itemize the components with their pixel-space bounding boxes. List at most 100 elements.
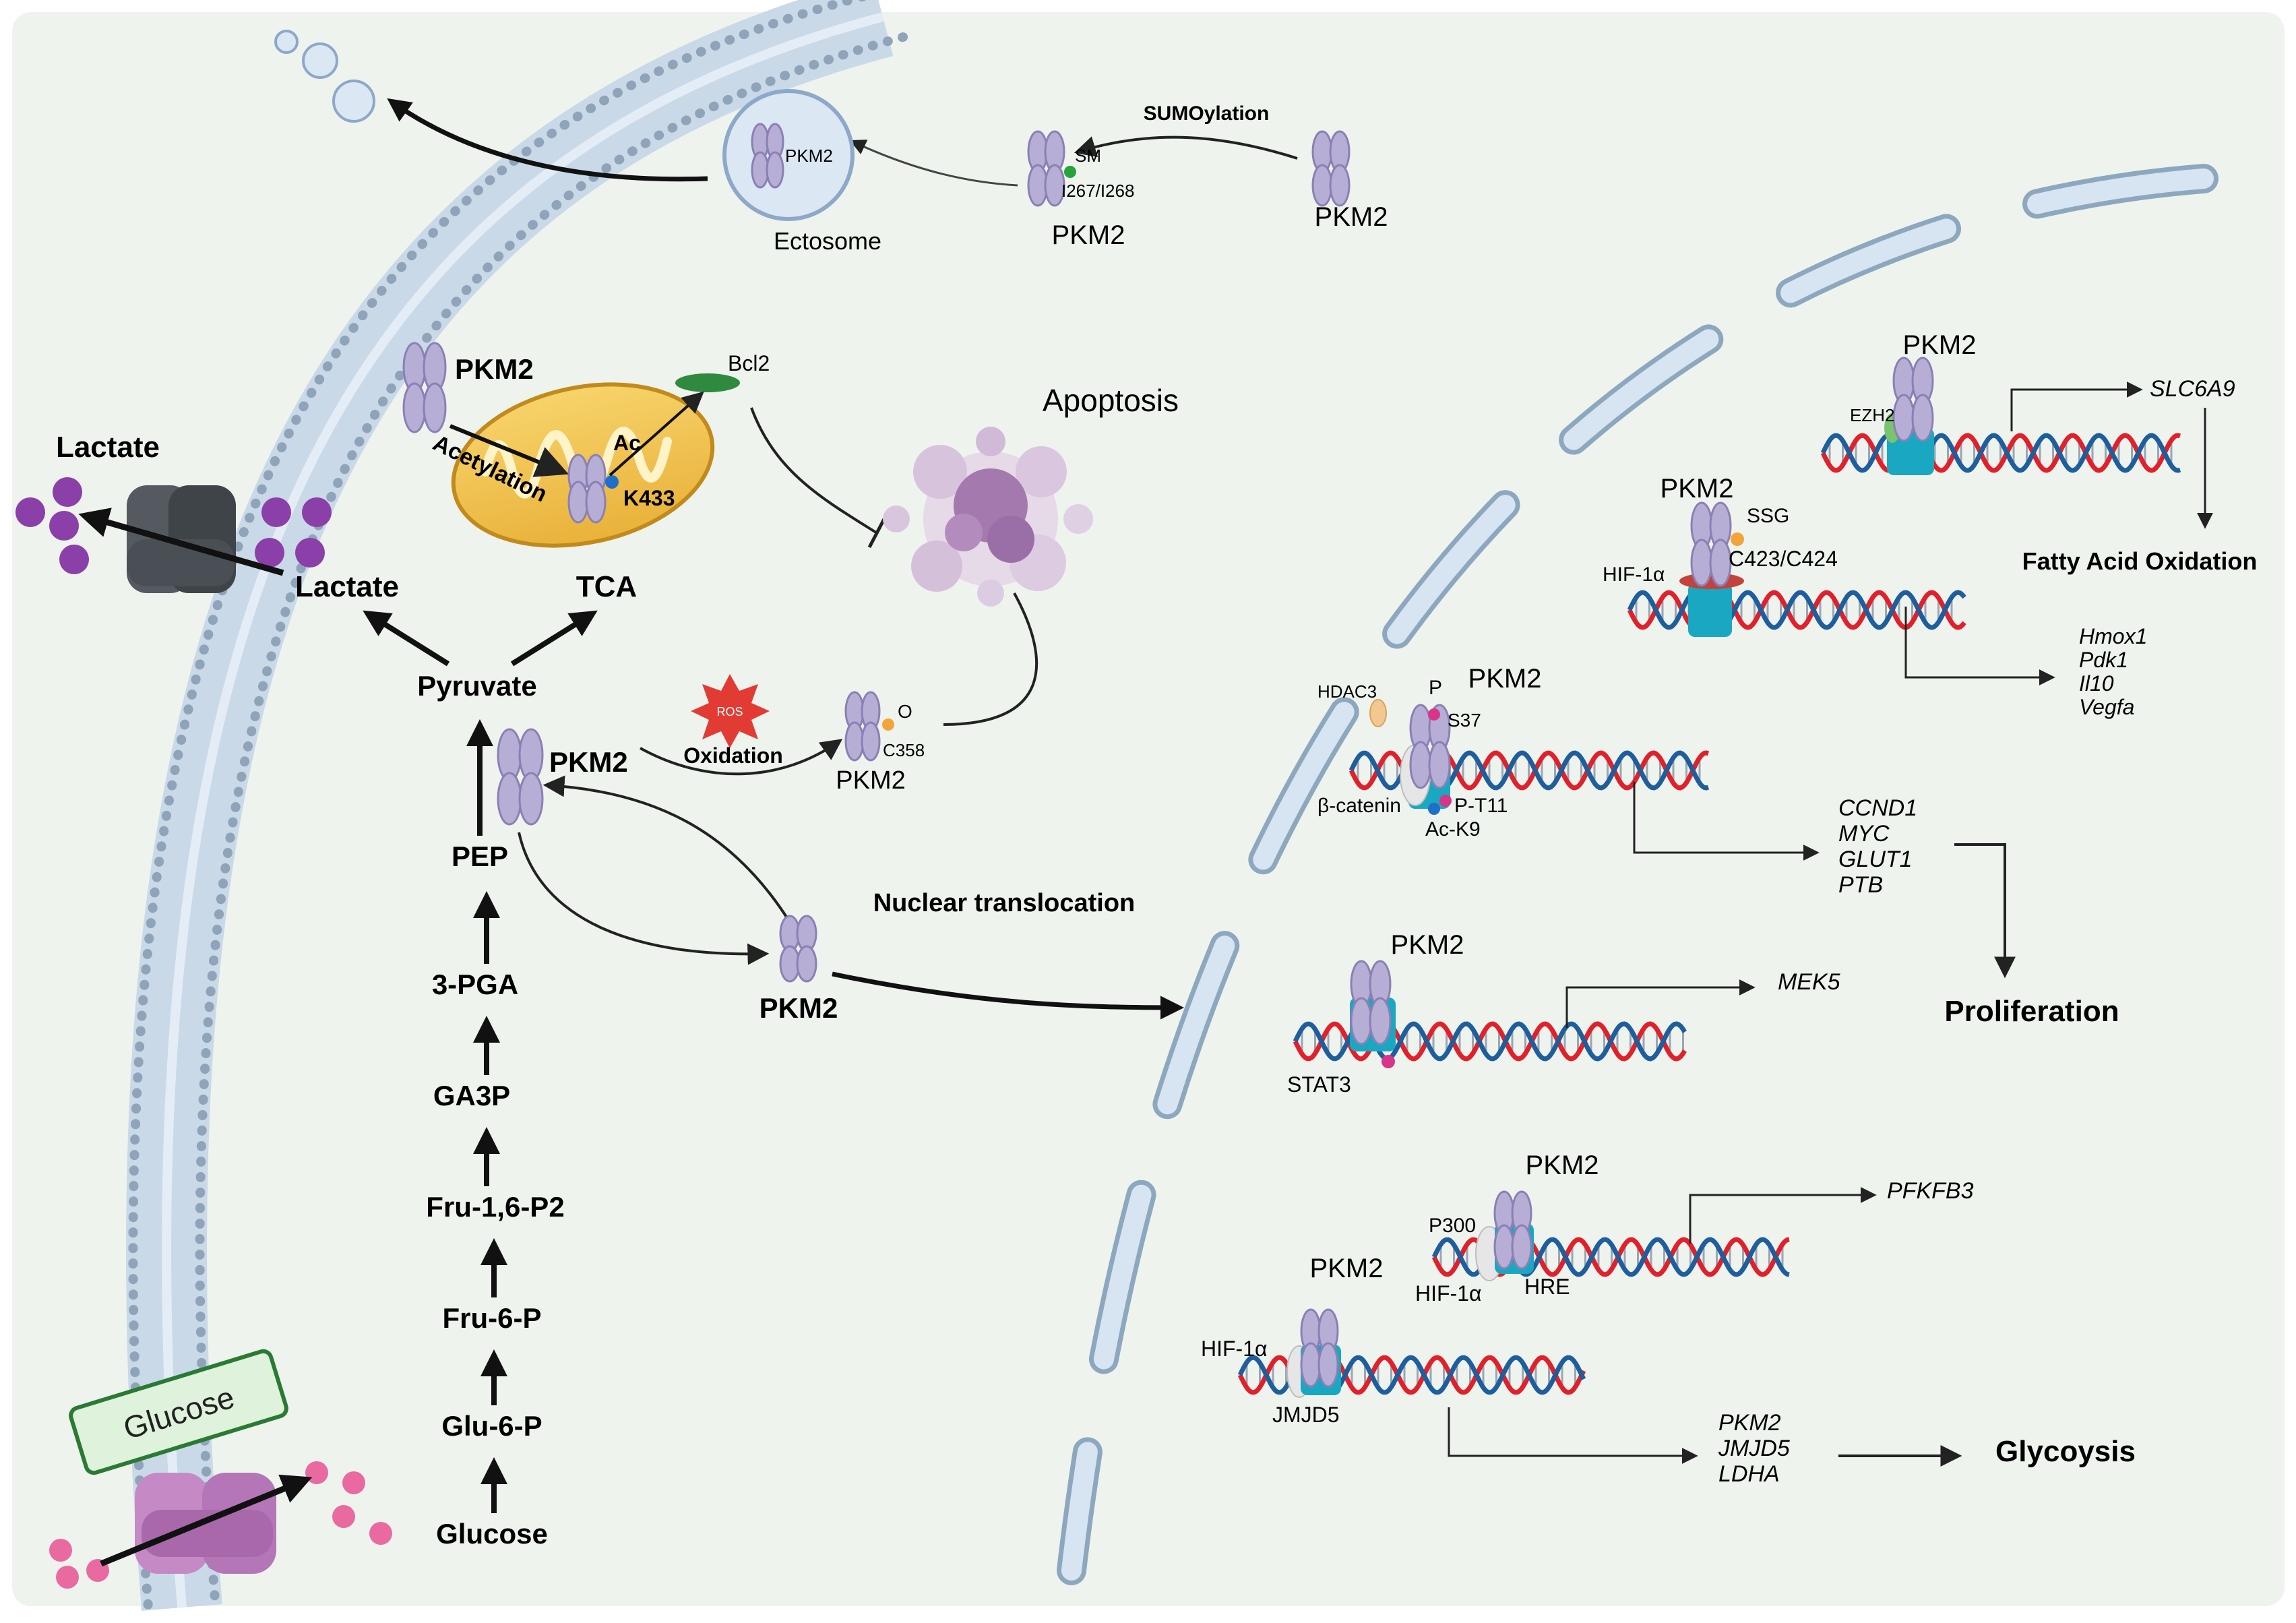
- beta-gene-arrow: [1633, 782, 1820, 861]
- glucose-molecules: [49, 1461, 392, 1589]
- sumoylation-arrow: [1074, 135, 1298, 160]
- svg-text:PTB: PTB: [1838, 872, 1883, 898]
- p-label: P: [1429, 677, 1442, 699]
- svg-text:Pdk1: Pdk1: [2079, 648, 2128, 672]
- lactate-out-label: Lactate: [56, 431, 160, 464]
- oxidation-arrow: [640, 739, 843, 776]
- metabolite-tca: TCA: [576, 570, 637, 603]
- fao-outcome-label: Fatty Acid Oxidation: [2022, 547, 2258, 575]
- p300-label: P300: [1429, 1215, 1476, 1237]
- pkm2-main-icon: [497, 728, 544, 826]
- metabolite-glucose: Glucose: [436, 1518, 548, 1550]
- pkm2-to-dimer-arrow: [518, 832, 770, 965]
- pkm2-sumo-label: PKM2: [1052, 220, 1125, 250]
- svg-text:LDHA: LDHA: [1718, 1461, 1780, 1487]
- ack9-label: Ac-K9: [1425, 818, 1481, 840]
- p300-pkm2-label: PKM2: [1526, 1151, 1599, 1180]
- oxidation-label: Oxidation: [683, 743, 783, 768]
- jmjd5-complex: [1286, 1308, 1341, 1398]
- stat3-complex: [1350, 960, 1396, 1068]
- glucose-box: Glucose: [69, 1349, 288, 1475]
- proliferation-arrow: [1954, 843, 2016, 979]
- dna-hif: [1627, 590, 1966, 630]
- lactate-transporter: [127, 485, 236, 593]
- metabolite-lactate: Lactate: [295, 570, 399, 603]
- nuclear-envelope: [1057, 164, 2219, 1585]
- ectosome-release-arrow: [387, 98, 708, 182]
- ssg-label: SSG: [1747, 505, 1789, 527]
- pfkfb3-gene: PFKFB3: [1887, 1178, 1974, 1204]
- jmjd5-target-genes: PKM2 JMJD5 LDHA: [1718, 1410, 1790, 1487]
- lactate-export-arrow: [78, 508, 284, 576]
- pt11-label: P-T11: [1454, 795, 1508, 817]
- jmjd5-hif1a-label: HIF-1α: [1201, 1337, 1268, 1361]
- plasma-membrane: [126, 0, 908, 1612]
- ectosome-label: Ectosome: [774, 227, 881, 255]
- p300-gene-arrow: [1689, 1187, 1877, 1244]
- fao-complex: [1884, 357, 1934, 475]
- c423-label: C423/C424: [1729, 547, 1838, 571]
- stat3-label: STAT3: [1287, 1072, 1351, 1097]
- pkm2-top-icon: [1311, 130, 1351, 207]
- bcl2-inhibition: [750, 407, 877, 534]
- jmjd5-pkm2-label: PKM2: [1310, 1254, 1384, 1283]
- pkm2-sumo-icon: [1027, 130, 1076, 207]
- hif-gene-arrow: [1904, 607, 2055, 685]
- sumo-to-ectosome-arrow: [849, 140, 1018, 187]
- bcl2-protein: [675, 373, 740, 392]
- svg-text:GLUT1: GLUT1: [1838, 847, 1913, 872]
- beta-pkm2-label: PKM2: [1468, 664, 1542, 694]
- ectosome-vesicle: [722, 89, 855, 221]
- fao-gene-arrow: [2010, 381, 2143, 431]
- ac-bcl2-arrow: [609, 391, 704, 477]
- nuclear-translocation-arrow: [832, 971, 1184, 1020]
- pkm2-main-label: PKM2: [549, 746, 628, 778]
- glucose-import-arrow: [100, 1474, 313, 1567]
- pkm2-ox-label: PKM2: [836, 766, 905, 795]
- p300-complex: [1475, 1190, 1534, 1281]
- beta-target-genes: CCND1 MYC GLUT1 PTB: [1838, 795, 1917, 898]
- i267-label: I267/I268: [1061, 181, 1134, 201]
- pkm2-ectosome-icon: [751, 123, 784, 189]
- ros-burst-icon: [691, 674, 770, 748]
- metabolite-pep: PEP: [452, 840, 508, 872]
- metabolite-3pga: 3-PGA: [432, 969, 518, 1000]
- p300-hif1a-label: HIF-1α: [1415, 1281, 1482, 1306]
- proliferation-label: Proliferation: [1944, 995, 2119, 1028]
- nuclear-translocation-label: Nuclear translocation: [873, 889, 1136, 917]
- mek5-gene: MEK5: [1778, 969, 1840, 995]
- c358-label: C358: [883, 740, 925, 760]
- sumoylation-label: SUMOylation: [1144, 102, 1270, 125]
- lactate-molecules: [15, 477, 332, 574]
- released-vesicles: [274, 30, 375, 123]
- ros-label: ROS: [716, 705, 743, 718]
- slc6a9-gene: SLC6A9: [2150, 376, 2235, 402]
- hif-pkm2-label: PKM2: [1661, 474, 1734, 503]
- beta-catenin-label: β-catenin: [1317, 795, 1401, 817]
- beta-catenin-complex: [1369, 699, 1452, 815]
- glycolysis-arrows: [363, 610, 598, 1513]
- hre-label: HRE: [1524, 1275, 1570, 1299]
- background-panel: [12, 12, 2285, 1606]
- jmjd5-label: JMJD5: [1272, 1403, 1340, 1427]
- svg-text:CCND1: CCND1: [1838, 795, 1917, 821]
- svg-text:PKM2: PKM2: [1718, 1410, 1781, 1436]
- ectosome-pkm2-label: PKM2: [785, 146, 833, 166]
- ezh2-label: EZH2: [1850, 405, 1894, 425]
- hif-hif1a-label: HIF-1α: [1603, 563, 1665, 586]
- svg-text:Hmox1: Hmox1: [2079, 624, 2147, 648]
- dimer-to-pkm2-arrow: [542, 775, 790, 921]
- glycolysis-chain: Glucose Glu-6-P Fru-6-P Fru-1,6-P2 GA3P …: [295, 570, 637, 1550]
- apoptotic-cell-icon: [883, 427, 1093, 607]
- pkm2-acetylated-icon: [567, 454, 619, 524]
- bcl2-label: Bcl2: [728, 351, 770, 375]
- jmjd5-gene-arrow: [1448, 1407, 1698, 1464]
- pkm2-translocating-label: PKM2: [759, 992, 838, 1024]
- stat3-gene-arrow: [1565, 979, 1756, 1028]
- sm-label: SM: [1075, 146, 1101, 166]
- metabolite-pyruvate: Pyruvate: [417, 670, 536, 702]
- metabolite-ga3p: GA3P: [433, 1080, 510, 1111]
- svg-text:JMJD5: JMJD5: [1718, 1436, 1790, 1461]
